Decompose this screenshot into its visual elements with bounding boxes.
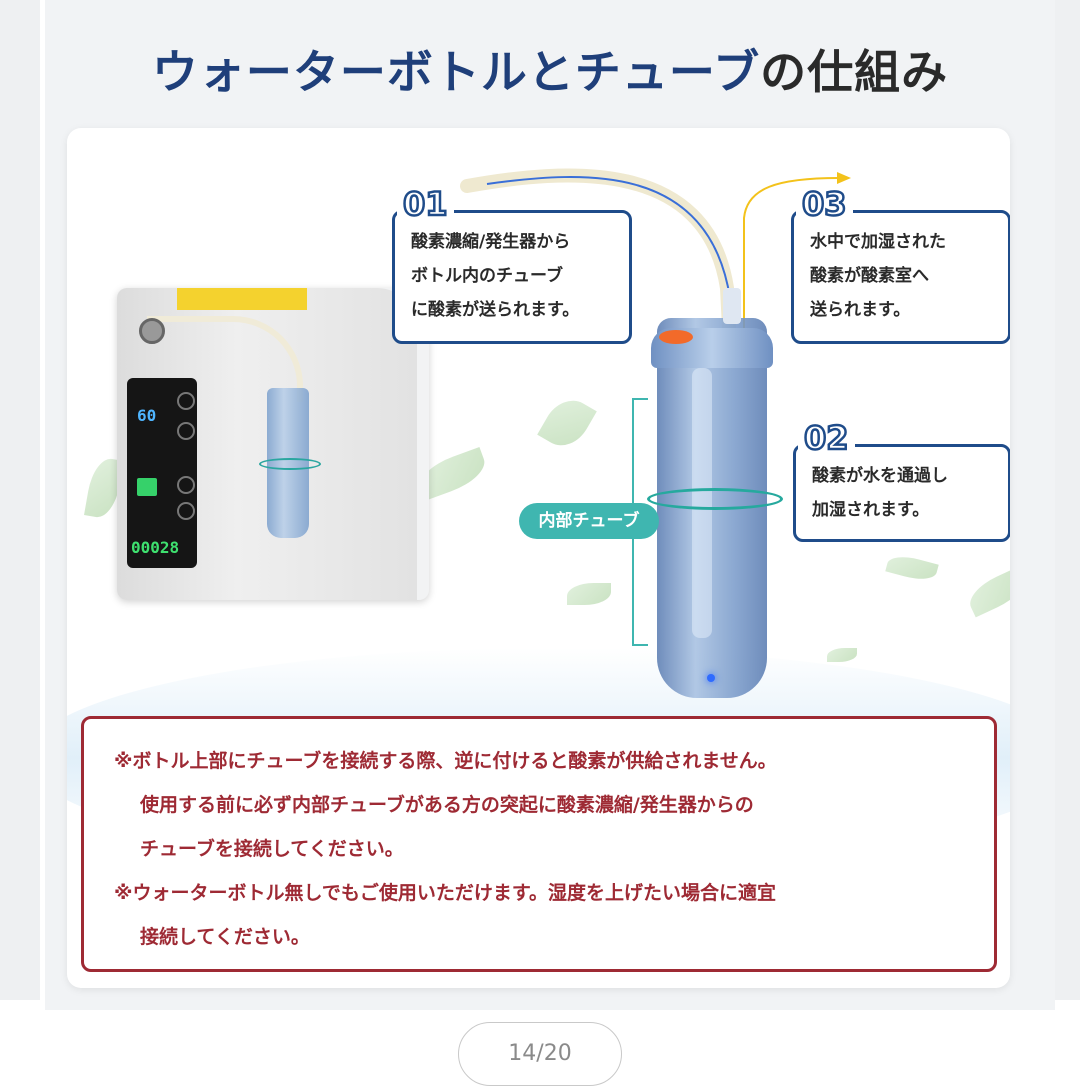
notice-line: 使用する前に必ず内部チューブがある方の突起に酸素濃縮/発生器からの: [140, 794, 754, 816]
lcd-counter: 00028: [131, 538, 180, 557]
lcd-flow: 60: [137, 406, 157, 425]
lcd-indicator: [137, 478, 157, 496]
notice-line: ※ウォーターボトル無しでもご使用いただけます。湿度を上げたい場合に適宜: [114, 882, 777, 904]
inflow-arrow-line: [486, 176, 731, 299]
bottle-ring: [647, 488, 783, 510]
outflow-arrow-line: [743, 177, 840, 358]
notice-line: チューブを接続してください。: [140, 838, 404, 860]
concentrator-photo: 60 00028: [117, 288, 429, 600]
callout-text: 酸素が酸素室へ: [810, 266, 929, 286]
callout-number: 01: [397, 186, 454, 222]
outflow-arrow-head: [837, 172, 851, 184]
mode-icon: [177, 422, 195, 440]
warning-sticker: [177, 288, 307, 310]
cap-orange-valve: [659, 330, 693, 344]
plus-icon: [177, 476, 195, 494]
tube-and-arrows: [460, 168, 851, 358]
callout-text: ボトル内のチューブ: [411, 266, 563, 286]
leaf-decoration: [567, 583, 611, 605]
small-bottle-ring: [259, 458, 321, 470]
callout-text: に酸素が送られます。: [411, 300, 580, 320]
callout-01: 01 酸素濃縮/発生器から ボトル内のチューブ に酸素が送られます。: [392, 186, 632, 344]
notice-line: 接続してください。: [140, 926, 310, 948]
image-pager[interactable]: 14/20: [458, 1022, 622, 1086]
diagram-card: 60 00028 内部チューブ 0: [67, 128, 1010, 988]
leaf-decoration: [963, 566, 1010, 618]
page-title: ウォーターボトルとチューブの仕組み: [45, 36, 1055, 102]
minus-icon: [177, 502, 195, 520]
callout-03: 03 水中で加湿された 酸素が酸素室へ 送られます。: [791, 186, 1010, 344]
product-image-slide: ウォーターボトルとチューブの仕組み 60 00028: [45, 0, 1055, 1010]
notice-line: ※ボトル上部にチューブを接続する際、逆に付けると酸素が供給されません。: [114, 750, 777, 772]
leaf-decoration: [885, 551, 939, 585]
bottle-nozzle: [723, 288, 741, 324]
callout-text: 送られます。: [810, 300, 911, 320]
title-main: ウォーターボトルとチューブ: [151, 45, 761, 99]
title-suffix: の仕組み: [760, 45, 949, 99]
control-panel: 60 00028: [127, 378, 197, 568]
bottle-led: [707, 674, 715, 682]
prev-slide-edge[interactable]: [0, 0, 40, 1000]
callout-number: 03: [796, 186, 853, 222]
caution-notice: ※ボトル上部にチューブを接続する際、逆に付けると酸素が供給されません。 使用する…: [81, 716, 997, 972]
callout-text: 酸素が水を通過し: [812, 466, 948, 486]
callout-number: 02: [798, 420, 855, 456]
power-icon: [177, 392, 195, 410]
callout-text: 加湿されます。: [812, 500, 930, 520]
callout-02: 02 酸素が水を通過し 加湿されます。: [793, 420, 1010, 542]
oxygen-outlet: [139, 318, 165, 344]
leaf-decoration: [827, 648, 857, 662]
callout-text: 酸素濃縮/発生器から: [411, 232, 571, 252]
inner-tube-label: 内部チューブ: [519, 503, 659, 539]
callout-text: 水中で加湿された: [810, 232, 946, 252]
